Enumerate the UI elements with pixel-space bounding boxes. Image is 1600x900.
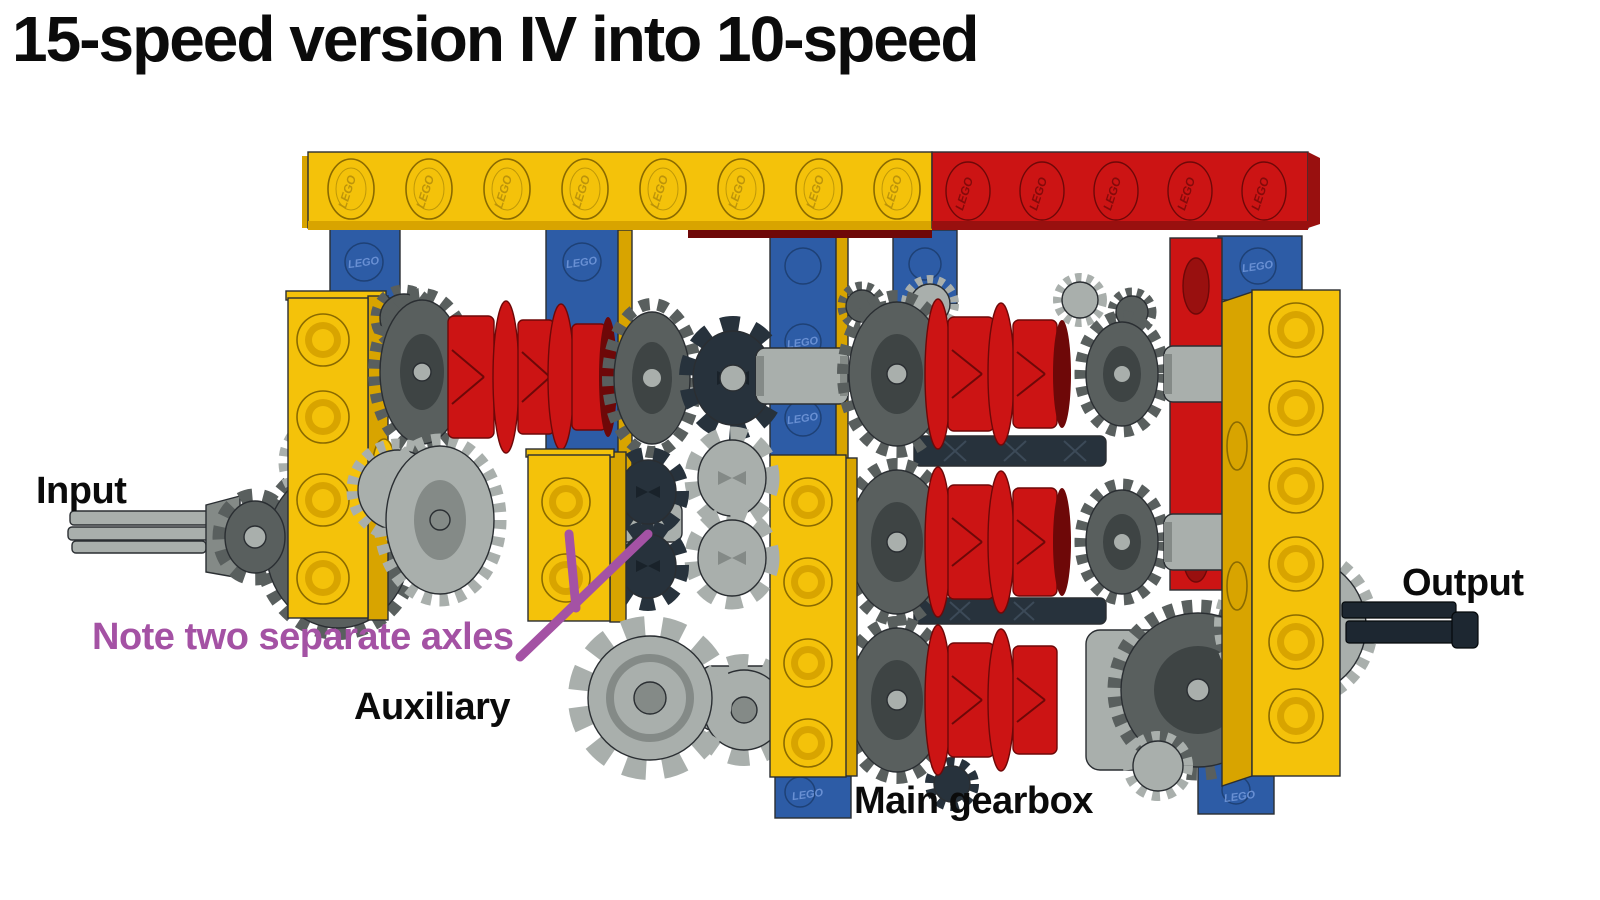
- label-note-two-axles: Note two separate axles: [92, 616, 514, 658]
- navy-bevel-gear: [925, 757, 979, 811]
- lego-stud: LEGO: [1241, 161, 1287, 221]
- pulley-flange: [987, 470, 1015, 614]
- pulley-drum: [1012, 487, 1058, 597]
- large-dark-gear: [837, 290, 957, 458]
- pulley-flange: [924, 466, 952, 618]
- pulley-drum: [447, 315, 495, 439]
- pin-hole: [783, 557, 833, 607]
- input-axle: [69, 510, 219, 526]
- left-pulley-set: [447, 298, 901, 458]
- clutch-gear: [1074, 310, 1170, 438]
- pulley-flange: [924, 624, 952, 776]
- svg-text:LEGO: LEGO: [791, 787, 824, 803]
- pin-hole: [783, 638, 833, 688]
- output-axle: [1341, 601, 1479, 649]
- note-leader-lines: [515, 529, 653, 662]
- pulley-flange: [547, 303, 575, 451]
- gear-row-1: [837, 290, 1257, 458]
- pin-hole: [783, 477, 833, 527]
- light-knob-wheel: [684, 506, 780, 610]
- lego-stud: LEGO: [1019, 161, 1065, 221]
- pin-hole: [1268, 302, 1324, 358]
- crown-gear: [1053, 273, 1107, 327]
- lego-stud: LEGO: [561, 158, 609, 220]
- pulley-drum: [1012, 645, 1058, 755]
- clutch-gear-left: [602, 298, 702, 458]
- lego-stud: LEGO: [873, 158, 921, 220]
- lego-stud: LEGO: [405, 158, 453, 220]
- pin-hole: [1268, 614, 1324, 670]
- svg-text:LEGO: LEGO: [565, 255, 598, 271]
- pin-hole: [1268, 380, 1324, 436]
- pin-hole: [1268, 458, 1324, 514]
- svg-text:LEGO: LEGO: [786, 335, 819, 351]
- pin-hole: [783, 718, 833, 768]
- gear-row-2: [837, 458, 1257, 626]
- pulley-flange: [924, 298, 952, 450]
- pin-hole: [1268, 536, 1324, 592]
- leader-line-left-axle: [564, 529, 581, 613]
- svg-text:LEGO: LEGO: [1223, 789, 1256, 805]
- main-gearbox-assembly: LEGO: [837, 273, 1289, 815]
- clutch-gear: [1074, 478, 1170, 606]
- side-hole: [1226, 421, 1248, 471]
- pulley-flange: [987, 302, 1015, 446]
- pulley-drum: [1012, 319, 1058, 429]
- lego-stud: LEGO: [327, 158, 375, 220]
- large-dark-gear: [837, 616, 957, 784]
- auxiliary-knob-wheel: [568, 616, 732, 780]
- pulley-drum: [947, 316, 995, 432]
- yellow-beam-studs: LEGO LEGO LEGO LEGO LEGO LEGO LEGO LEGO: [327, 158, 921, 220]
- red-beam-studs: LEGO LEGO LEGO LEGO LEGO: [945, 161, 1287, 221]
- side-hole: [1226, 561, 1248, 611]
- lego-stud: LEGO: [945, 161, 991, 221]
- pulley-drum: [947, 484, 995, 600]
- lego-stud: LEGO: [1167, 161, 1213, 221]
- blue-support-brick-left: LEGO: [329, 227, 401, 299]
- svg-text:LEGO: LEGO: [347, 255, 380, 271]
- pin-hole: [296, 390, 350, 444]
- pin-hole: [1268, 688, 1324, 744]
- lego-stud: LEGO: [639, 158, 687, 220]
- pin-hole: [296, 473, 350, 527]
- blue-brick-bottom-center: LEGO: [774, 771, 852, 819]
- blue-support-column-center: LEGO LEGO: [769, 227, 837, 457]
- lego-stud: LEGO: [717, 158, 765, 220]
- svg-text:LEGO: LEGO: [786, 411, 819, 427]
- label-input: Input: [36, 470, 127, 512]
- large-light-gear: [373, 433, 507, 607]
- pulley-drum: [947, 642, 995, 758]
- label-main-gearbox: Main gearbox: [854, 780, 1093, 822]
- pin-hole: [296, 313, 350, 367]
- pulley-flange: [492, 300, 520, 454]
- svg-text:LEGO: LEGO: [1241, 259, 1274, 275]
- center-bearing-plate: LEGO: [769, 454, 858, 819]
- right-bearing-plate: [1221, 289, 1341, 787]
- pin-hole: [296, 551, 350, 605]
- lego-stud: LEGO: [1093, 161, 1139, 221]
- blue-stud: [908, 247, 942, 281]
- page-title: 15-speed version IV into 10-speed: [12, 3, 979, 75]
- label-output: Output: [1402, 562, 1524, 604]
- label-auxiliary: Auxiliary: [354, 686, 511, 728]
- lego-stud: LEGO: [483, 158, 531, 220]
- lego-stud: LEGO: [795, 158, 843, 220]
- leader-line-right-axle: [515, 529, 653, 662]
- pulley-flange: [987, 628, 1015, 772]
- input-assembly: [67, 488, 298, 586]
- pin-hole: [541, 477, 591, 527]
- light-bevel-gear: [1123, 731, 1193, 801]
- center-knob-gears: [607, 426, 780, 611]
